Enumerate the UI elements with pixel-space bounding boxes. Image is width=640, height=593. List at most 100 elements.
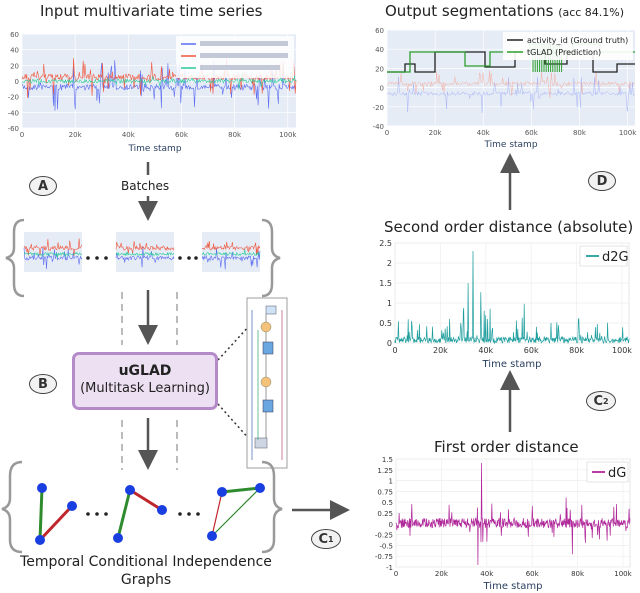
batches-label: Batches (121, 179, 170, 193)
y-tick-label: -20 (8, 94, 19, 102)
input-xlabel: Time stamp (127, 144, 181, 154)
y-tick-label: 1.5 (379, 279, 392, 288)
x-tick-label: 20k (429, 129, 443, 137)
graphs-caption: Temporal Conditional Independence Graphs (6, 553, 286, 589)
x-tick-label: 40k (122, 131, 136, 139)
step-a-label: A (37, 178, 49, 194)
x-tick-label: 80k (569, 346, 584, 355)
step-c1-label: C (318, 531, 328, 547)
batch-series-line (23, 247, 83, 270)
x-tick-label: 20k (433, 346, 448, 355)
x-tick-label: 80k (573, 129, 587, 137)
step-d-badge: D (588, 171, 616, 191)
x-tick-label: 20k (69, 131, 83, 139)
second-order-legend: d2G (579, 245, 629, 267)
batch-series-line (115, 241, 175, 254)
step-d-label: D (596, 173, 608, 189)
y-tick-label: 1.5 (382, 456, 393, 464)
batch-series-line (23, 238, 83, 256)
step-c1-sub: 1 (327, 534, 334, 544)
y-tick-label: 0 (387, 339, 392, 348)
batch-series-line (115, 246, 175, 268)
batch-thumbnail-1 (24, 232, 82, 272)
step-b-label: B (38, 376, 48, 392)
x-tick-label: 0 (392, 346, 397, 355)
input-title: Input multivariate time series (40, 2, 263, 20)
x-tick-label: 0 (20, 131, 24, 139)
graph-1 (35, 483, 77, 545)
y-tick-label: -20 (373, 104, 384, 112)
graph-dots (86, 512, 200, 516)
x-tick-label: 100k (619, 129, 637, 137)
y-tick-label: 2.5 (379, 239, 392, 248)
x-tick-label: 40k (478, 346, 493, 355)
y-tick-label: 0 (389, 521, 393, 529)
x-tick-label: 80k (571, 570, 585, 578)
y-tick-label: -60 (8, 125, 19, 133)
x-tick-label: 40k (480, 570, 494, 578)
output-background-signal (386, 70, 636, 98)
batch-thumbnail-3 (202, 232, 260, 272)
architecture-diagram (246, 297, 288, 469)
second-order-series-line (394, 250, 630, 345)
x-tick-label: 60k (526, 570, 540, 578)
y-tick-label: 1 (389, 478, 393, 486)
y-tick-label: -40 (373, 123, 384, 131)
first-order-title: First order distance (434, 438, 579, 456)
uglad-box: uGLAD (Multitask Learning) (72, 352, 218, 410)
y-tick-label: 0.5 (379, 319, 392, 328)
x-tick-label: 60k (175, 131, 189, 139)
x-tick-label: 40k (477, 129, 491, 137)
graph-right-brace (261, 460, 283, 554)
step-a-badge: A (29, 176, 57, 196)
y-tick-label: 0 (380, 85, 384, 93)
output-title-text: Output segmentations (385, 2, 554, 20)
first-order-legend-label: dG (608, 466, 626, 481)
graphs-caption-line1: Temporal Conditional Independence (20, 554, 272, 570)
batch-left-brace (5, 218, 25, 298)
y-tick-label: 0.5 (382, 499, 393, 507)
output-legend-pred: tGLAD (Prediction) (527, 48, 601, 57)
x-tick-label: 100k (612, 346, 632, 355)
y-tick-label: -0.25 (375, 532, 393, 540)
output-title: Output segmentations (acc 84.1%) (385, 2, 624, 20)
step-b-badge: B (29, 374, 57, 394)
uglad-subtitle: (Multitask Learning) (80, 381, 210, 396)
graph-3 (207, 483, 265, 541)
second-order-legend-label: d2G (602, 250, 629, 265)
step-c2-sub: 2 (602, 396, 609, 406)
graph-left-brace (1, 460, 23, 554)
y-tick-label: -0.5 (379, 542, 393, 550)
uglad-name: uGLAD (118, 363, 172, 379)
dotted-link-top (217, 324, 251, 361)
output-legend: activity_id (Ground truth) tGLAD (Predic… (503, 32, 633, 60)
x-tick-label: 60k (525, 129, 539, 137)
step-c2-label: C (593, 393, 603, 409)
output-accuracy: (acc 84.1%) (558, 6, 625, 19)
graph-2 (113, 485, 167, 543)
y-tick-label: 60 (375, 27, 384, 35)
y-tick-label: -40 (8, 109, 19, 117)
x-tick-label: 100k (279, 131, 297, 139)
graphs-caption-line2: Graphs (120, 572, 172, 588)
input-legend (176, 36, 294, 78)
batch-series-line (201, 247, 261, 270)
y-tick-label: -0.75 (375, 553, 393, 561)
first-order-xlabel: Time stamp (483, 581, 543, 591)
y-tick-label: 1.25 (377, 467, 393, 475)
first-order-series-line (395, 462, 631, 566)
dotted-link-bottom (217, 403, 251, 441)
batch-dots (86, 256, 198, 260)
output-background-signal (386, 76, 636, 113)
batch-thumbnail-2 (116, 232, 174, 272)
input-series-line (21, 72, 297, 90)
input-series-line (21, 60, 297, 111)
y-tick-label: 40 (10, 47, 19, 55)
y-tick-label: 2 (387, 259, 392, 268)
